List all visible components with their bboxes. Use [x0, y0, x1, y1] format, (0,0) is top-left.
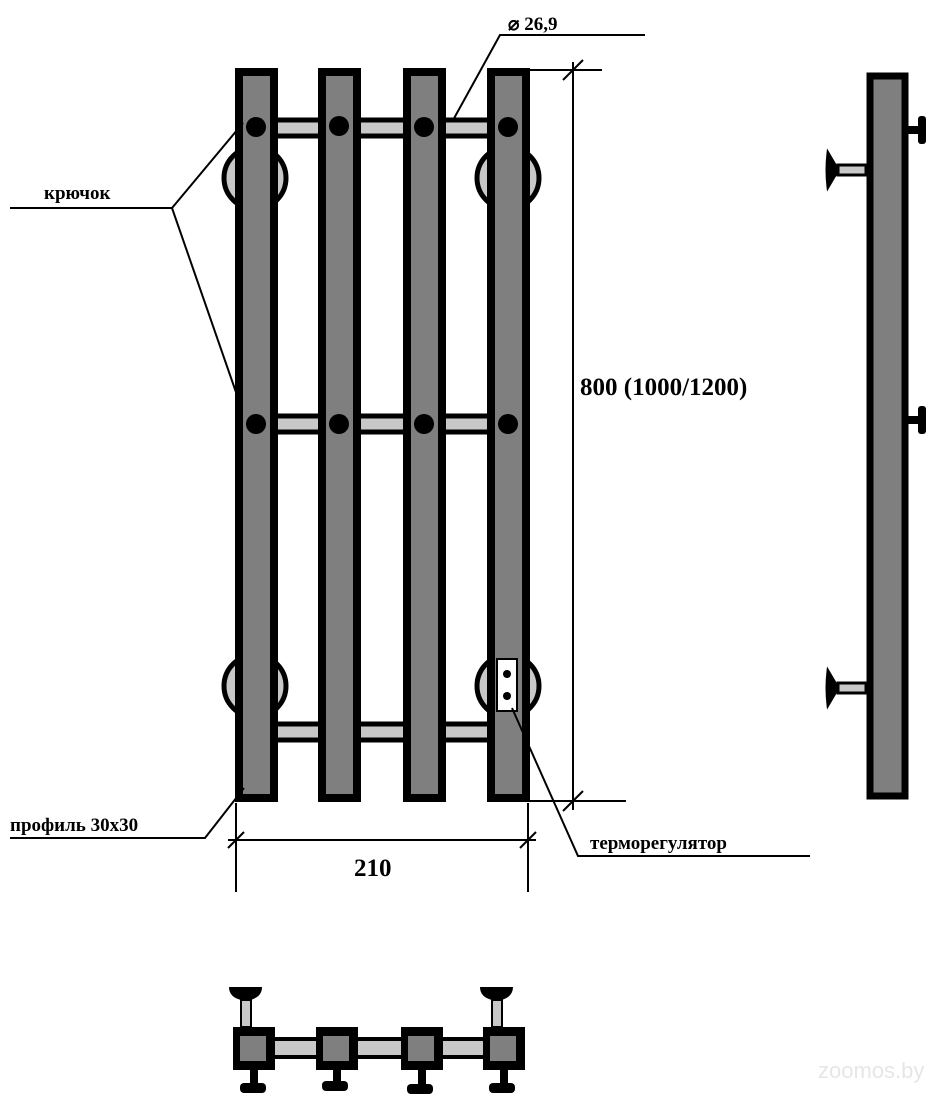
annotation-lines — [10, 34, 810, 892]
diameter-label: ⌀ 26,9 — [508, 14, 557, 35]
crossbar-middle — [257, 413, 508, 435]
vertical-bars — [235, 68, 530, 802]
crossbars — [257, 117, 508, 743]
bar-2 — [318, 68, 361, 802]
top-view — [229, 987, 525, 1094]
side-view — [825, 72, 926, 800]
joint-dots — [246, 116, 518, 434]
crossbar-top — [257, 117, 508, 139]
hook-label: крючок — [44, 183, 111, 204]
profile-label: профиль 30х30 — [10, 815, 138, 836]
crossbar-bottom — [257, 721, 508, 743]
thermostat-label: терморегулятор — [590, 833, 727, 854]
bar-3 — [403, 68, 446, 802]
thermostat-icon — [496, 658, 518, 712]
height-label: 800 (1000/1200) — [580, 374, 747, 401]
bar-1 — [235, 68, 278, 802]
suction-cup — [825, 148, 868, 710]
watermark: zoomos.by — [818, 1058, 924, 1083]
width-label: 210 — [354, 855, 392, 882]
